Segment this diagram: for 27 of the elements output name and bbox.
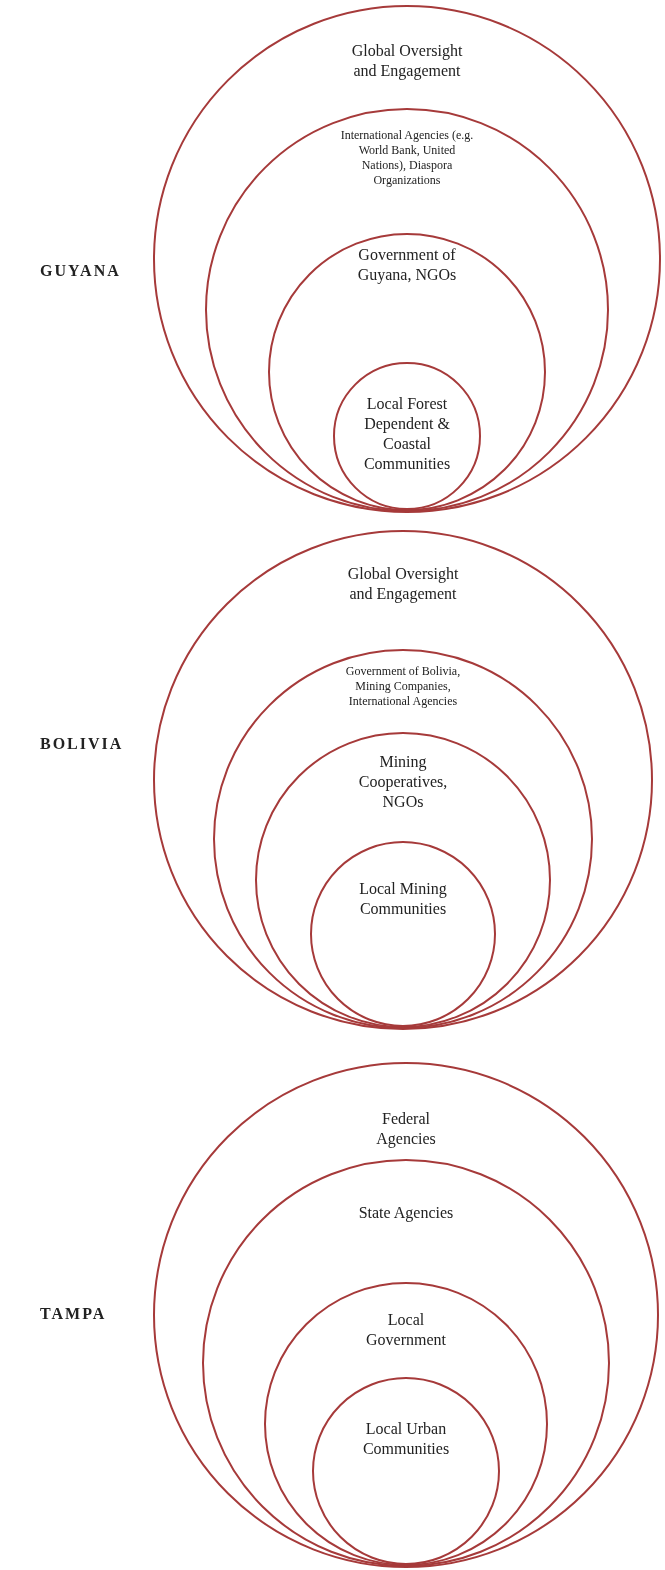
circle-label: Government of Bolivia, Mining Companies, International Agencies — [344, 664, 462, 709]
circle-label: Local Mining Communities — [358, 879, 448, 919]
country-label: GUYANA — [40, 262, 121, 280]
stakeholder-circle — [205, 108, 609, 512]
stakeholder-circle — [312, 1377, 500, 1565]
stakeholder-circle — [264, 1282, 548, 1566]
circle-label: Local Forest Dependent & Coastal Communities — [362, 394, 452, 474]
circle-label: Local Government — [365, 1310, 447, 1350]
circle-label: Global Oversight and Engagement — [350, 41, 464, 81]
stakeholder-circle — [213, 649, 593, 1029]
circle-label: Federal Agencies — [375, 1109, 437, 1149]
circle-label: International Agencies (e.g. World Bank, United Nations), Diaspora Organizations — [339, 128, 475, 188]
stakeholder-circle — [202, 1159, 610, 1567]
country-label: BOLIVIA — [40, 735, 124, 753]
stakeholder-circle — [268, 233, 546, 511]
stakeholder-circle — [153, 5, 661, 513]
circle-label: Local Urban Communities — [361, 1419, 451, 1459]
stakeholder-circle — [153, 530, 653, 1030]
stakeholder-circle — [153, 1062, 659, 1568]
circle-label: Mining Cooperatives, NGOs — [357, 752, 449, 812]
stakeholder-circle — [310, 841, 496, 1027]
stakeholder-circle — [255, 732, 551, 1028]
circle-label: Global Oversight and Engagement — [346, 564, 460, 604]
circle-label: Government of Guyana, NGOs — [356, 245, 458, 285]
stakeholder-circle — [333, 362, 481, 510]
circle-label: State Agencies — [357, 1203, 455, 1223]
country-label: TAMPA — [40, 1305, 107, 1323]
